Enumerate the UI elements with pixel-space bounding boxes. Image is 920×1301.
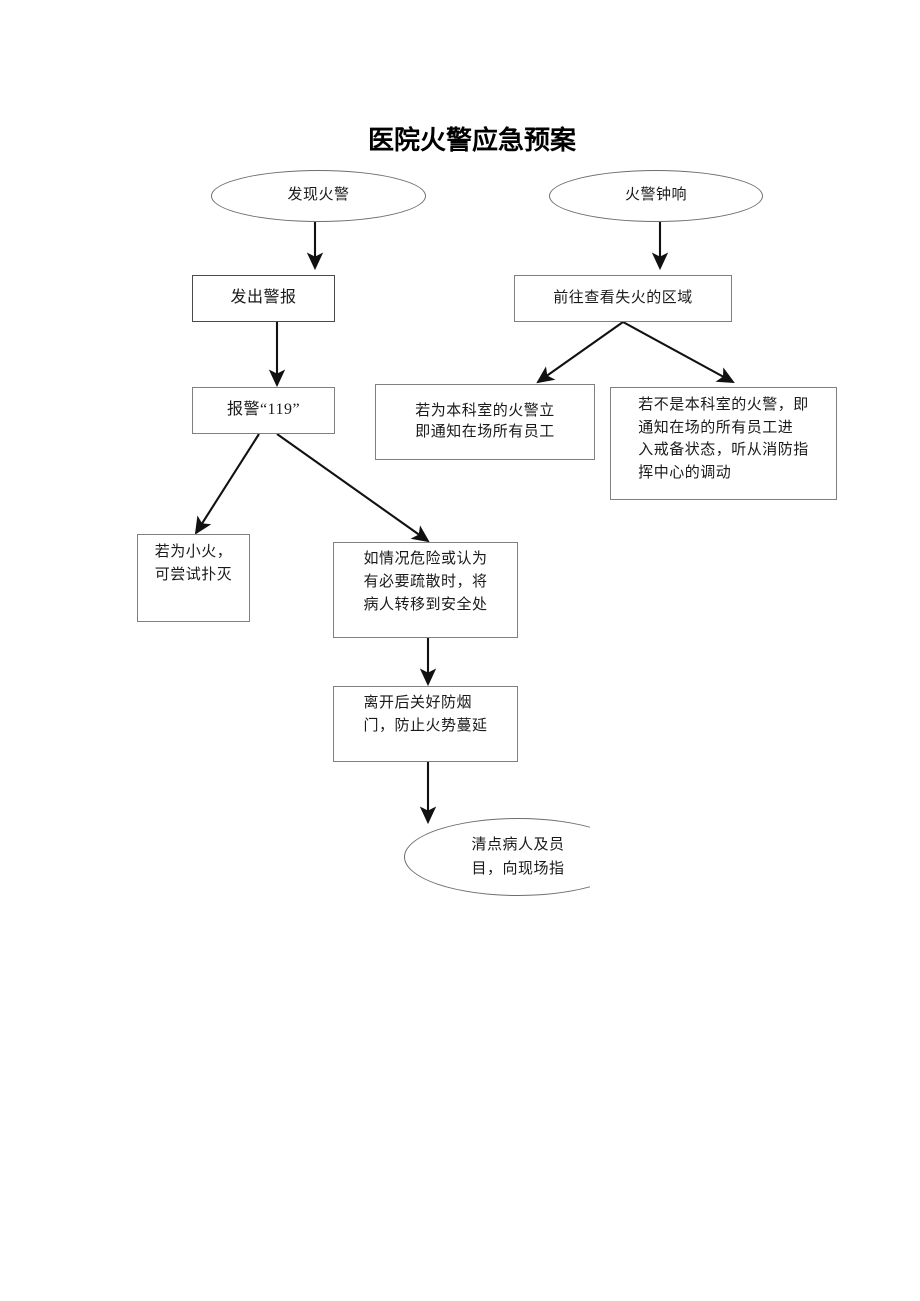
node-start-bell[interactable]: 火警钟响 (549, 170, 763, 222)
node-start-discover-label: 发现火警 (287, 187, 350, 204)
node-other-dept-fire[interactable]: 若不是本科室的火警，即 通知在场的所有员工进 入戒备状态，听从消防指 挥中心的调… (610, 387, 837, 500)
connector-check-to-other-dept (622, 321, 735, 384)
connector-check-to-own-dept (536, 321, 624, 384)
node-other-dept-fire-label: 若不是本科室的火警，即 通知在场的所有员工进 入戒备状态，听从消防指 挥中心的调… (638, 397, 809, 481)
connector-119-to-small-fire (194, 433, 260, 535)
node-call-119[interactable]: 报警“119” (192, 387, 335, 434)
node-own-dept-fire-label: 若为本科室的火警立 即通知在场所有员工 (415, 402, 555, 440)
node-call-119-label: 报警“119” (226, 401, 301, 419)
node-go-check-area-label: 前往查看失火的区域 (553, 289, 693, 306)
node-own-dept-fire[interactable]: 若为本科室的火警立 即通知在场所有员工 (375, 384, 595, 460)
node-evacuate-patients-label: 如情况危险或认为 有必要疏散时，将 病人转移到安全处 (363, 551, 488, 613)
node-issue-alarm[interactable]: 发出警报 (192, 275, 335, 322)
node-evacuate-patients[interactable]: 如情况危险或认为 有必要疏散时，将 病人转移到安全处 (333, 542, 518, 638)
node-headcount-report[interactable]: 清点病人及员 目，向现场指 (404, 818, 632, 896)
node-headcount-report-label: 清点病人及员 目，向现场指 (471, 837, 565, 877)
node-start-discover[interactable]: 发现火警 (211, 170, 426, 222)
node-go-check-area[interactable]: 前往查看失火的区域 (514, 275, 732, 322)
node-small-fire-label: 若为小火， 可尝试扑灭 (154, 544, 233, 584)
page-title: 医院火警应急预案 (368, 126, 577, 156)
connector-119-to-evacuate (276, 433, 430, 543)
node-close-smoke-door[interactable]: 离开后关好防烟 门，防止火势蔓延 (333, 686, 518, 762)
node-start-bell-label: 火警钟响 (624, 187, 687, 204)
node-issue-alarm-label: 发出警报 (230, 289, 297, 307)
node-small-fire[interactable]: 若为小火， 可尝试扑灭 (137, 534, 250, 622)
headcount-ellipse-clip-mask (590, 800, 710, 910)
node-close-smoke-door-label: 离开后关好防烟 门，防止火势蔓延 (363, 695, 488, 735)
